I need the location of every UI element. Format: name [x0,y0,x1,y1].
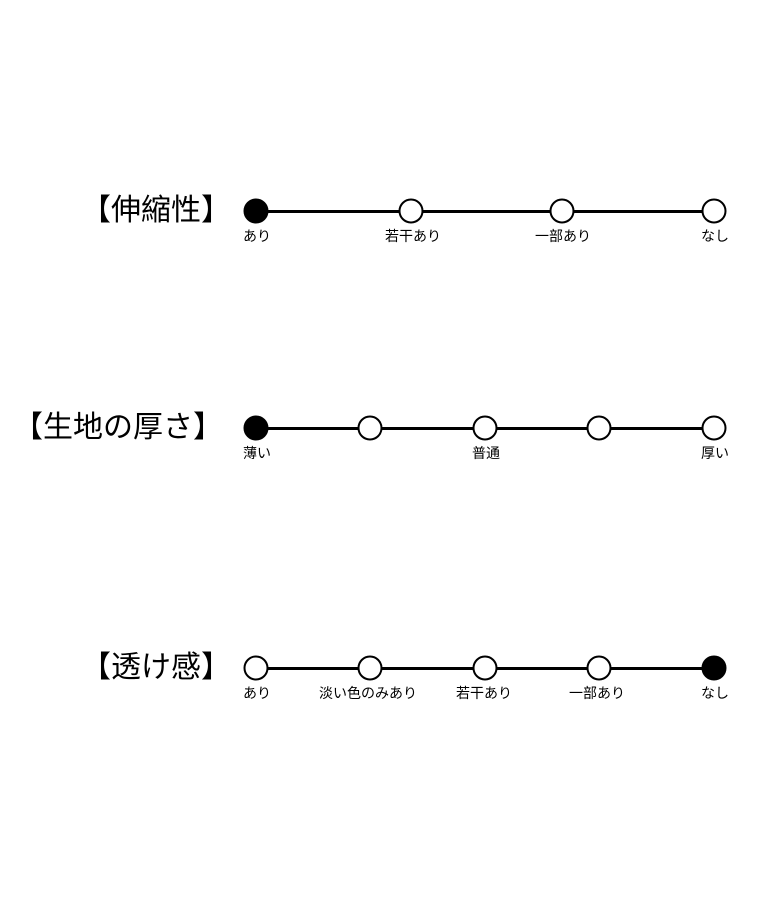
scale-point-2[interactable] [472,655,498,681]
scale-point-2[interactable] [549,198,575,224]
scale-point-3[interactable] [701,198,727,224]
scale-point-2[interactable] [472,415,498,441]
scale-label-3: なし [701,229,729,245]
scale-point-1[interactable] [357,655,383,681]
scale-label-2: 若干あり [456,686,512,702]
scale-label-0: あり [243,686,271,702]
scale-point-3[interactable] [586,415,612,441]
scale-label-4: 厚い [701,446,729,462]
scale-point-3[interactable] [586,655,612,681]
scale-point-1[interactable] [357,415,383,441]
scale-point-1[interactable] [398,198,424,224]
scale-point-4[interactable] [701,415,727,441]
scale-track [256,210,714,213]
scale-label-4: なし [701,686,729,702]
scale-stretch: 【伸縮性】 あり 若干あり 一部あり なし [0,196,768,271]
scale-label-0: あり [243,229,271,245]
scale-label-3: 一部あり [569,686,625,702]
scale-label-1: 若干あり [385,229,441,245]
scale-label-2: 一部あり [535,229,591,245]
scale-title: 【伸縮性】 [81,193,231,228]
scale-point-4[interactable] [701,655,727,681]
scale-title: 【透け感】 [81,650,231,685]
scale-transparency: 【透け感】 あり 淡い色のみあり 若干あり 一部あり なし [0,653,768,728]
scale-thickness: 【生地の厚さ】 薄い 普通 厚い [0,413,768,488]
scale-label-2: 普通 [472,446,500,462]
scale-label-1: 淡い色のみあり [319,686,417,702]
scale-label-0: 薄い [243,446,271,462]
scale-point-0[interactable] [243,655,269,681]
scale-point-0[interactable] [243,415,269,441]
scale-title: 【生地の厚さ】 [13,410,223,445]
scale-point-0[interactable] [243,198,269,224]
